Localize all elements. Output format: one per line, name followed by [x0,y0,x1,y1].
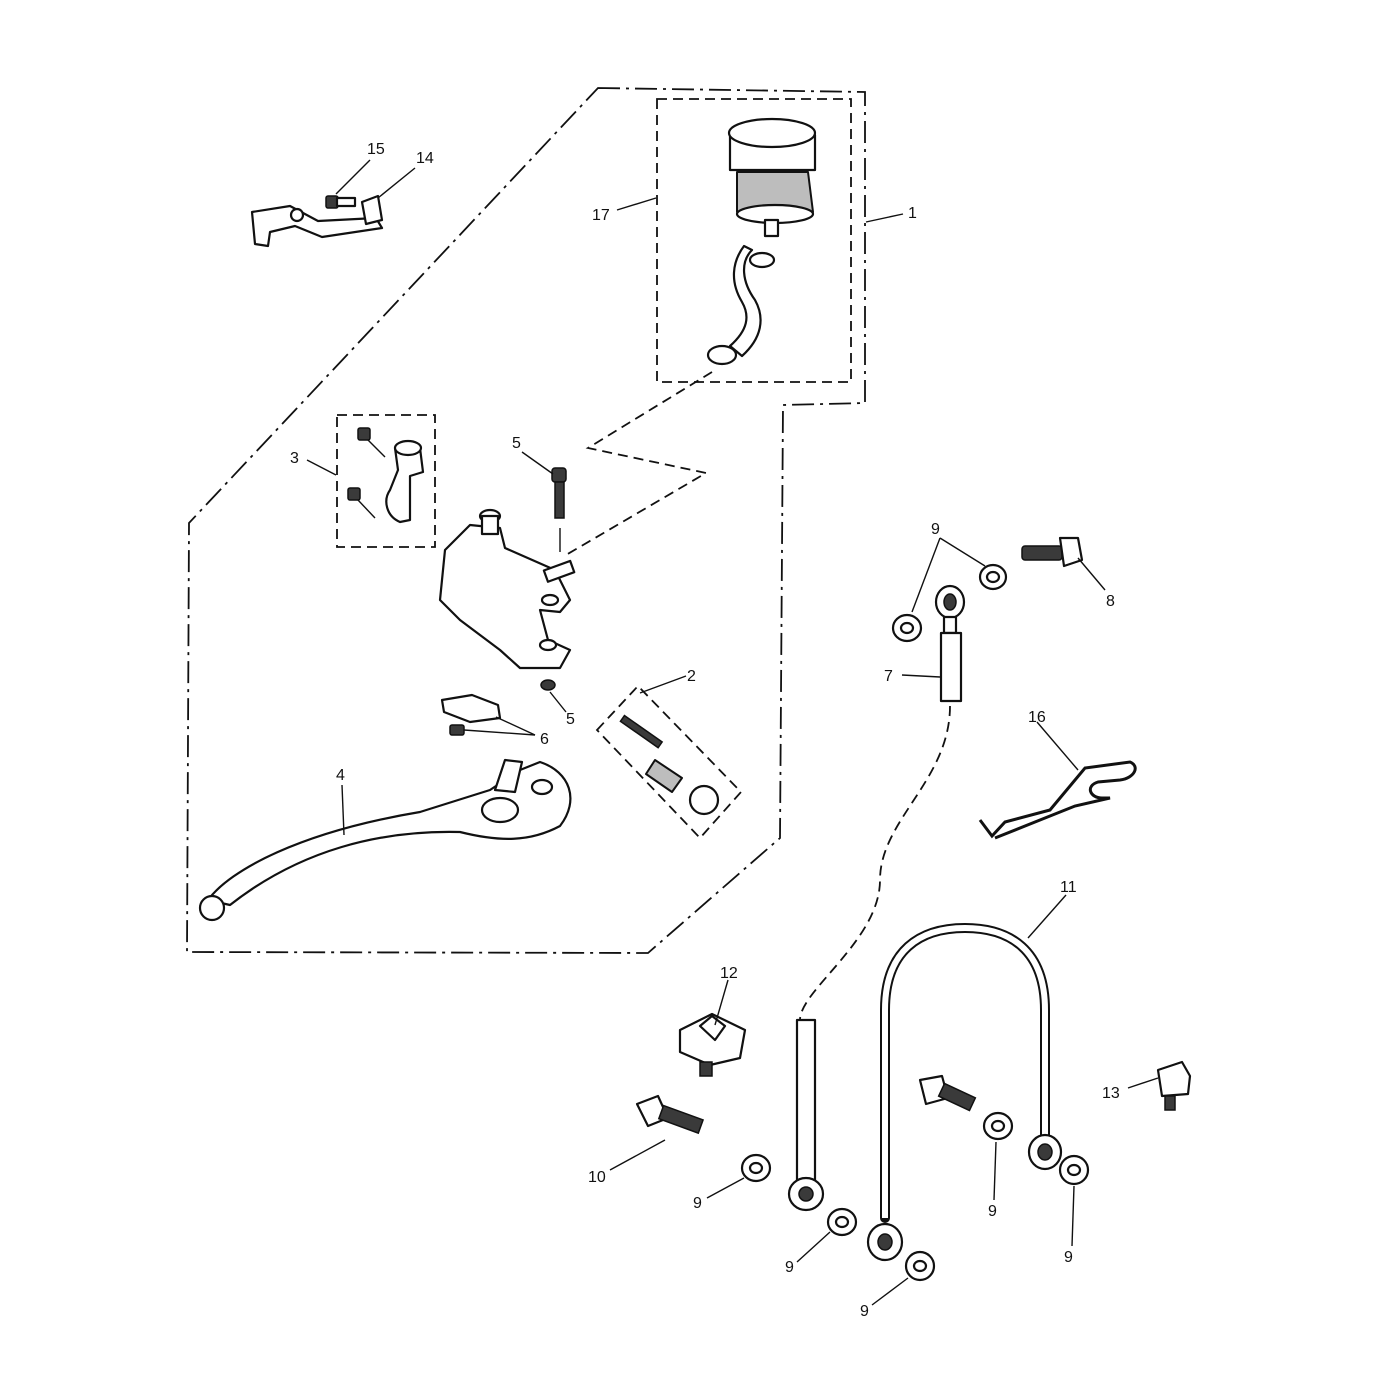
callout-9-low-4: 9 [988,1203,997,1220]
hose-clamp-part-13 [1156,1060,1192,1111]
callout-9-low-5: 9 [1064,1249,1073,1266]
callout-15: 15 [367,141,385,158]
callout-2: 2 [687,668,696,685]
plate-part-6 [440,693,502,736]
callout-5-upper: 5 [512,435,521,452]
washer-part-9-upper-left [891,613,923,643]
wire-clip-part-16 [978,760,1137,840]
banjo-bolt-part-8 [1021,536,1084,568]
callout-7: 7 [884,668,893,685]
washer-part-9-lower-1 [740,1153,772,1183]
banjo-bolt-middle [918,1074,977,1112]
washer-part-9-lower-2 [826,1207,858,1237]
hose-link-dashes [799,705,951,1021]
bracket-part-14 [250,194,384,248]
screw-part-15 [325,195,357,209]
reservoir-kit-boundary [656,98,852,383]
callout-14: 14 [416,150,434,167]
lower-hose-section [787,1018,825,1212]
callout-6: 6 [540,731,549,748]
callout-13: 13 [1102,1085,1120,1102]
callout-1: 1 [908,205,917,222]
callout-9-low-1: 9 [693,1195,702,1212]
hose-clamp-part-12 [678,1012,747,1077]
callout-10: 10 [588,1169,606,1186]
reservoir-hose-link [565,371,713,556]
washer-part-9-lower-3 [904,1250,936,1282]
callout-labels: 1 2 3 4 5 5 6 7 8 9 9 9 9 9 9 10 11 12 1… [290,141,1120,1320]
nut-part-5-lower [540,679,556,691]
piston-kit-boundary [595,684,743,840]
brake-lever-part-4 [198,758,572,922]
washer-part-9-upper-right [978,563,1008,591]
callout-17: 17 [592,207,610,224]
handlebar-clamp-part-3 [347,427,425,524]
fluid-reservoir-part-17 [706,117,817,366]
master-cylinder-assembly-boundary [186,87,866,954]
callout-16: 16 [1028,709,1046,726]
washer-part-9-lower-5 [1058,1154,1090,1186]
callout-8: 8 [1106,593,1115,610]
piston-kit-part-2 [619,714,720,816]
leader-lines [306,159,1159,1306]
callout-11: 11 [1060,879,1077,896]
brake-hose-part-7 [934,584,966,703]
washer-part-9-lower-4 [982,1111,1014,1141]
master-cylinder-body [438,508,576,670]
banjo-bolt-part-10 [635,1094,705,1135]
bolt-part-5-upper [551,467,567,552]
callout-3: 3 [290,450,299,467]
callout-12: 12 [720,965,738,982]
callout-9-low-3: 9 [860,1303,869,1320]
callout-9-low-2: 9 [785,1259,794,1276]
callout-4: 4 [336,767,345,784]
brake-hose-part-11 [866,923,1063,1262]
callout-9-top: 9 [931,521,940,538]
callout-5-lower: 5 [566,711,575,728]
clamp-kit-boundary [336,414,436,548]
